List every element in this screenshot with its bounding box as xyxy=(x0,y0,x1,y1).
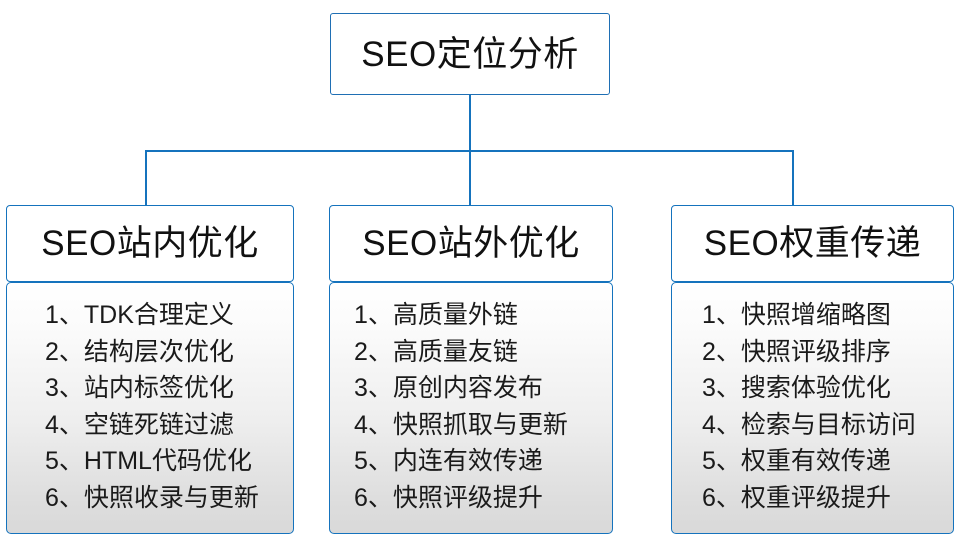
connector-branch-1 xyxy=(145,150,147,206)
root-node-seo-positioning[interactable]: SEO定位分析 xyxy=(330,13,610,95)
list-item: 3、原创内容发布 xyxy=(354,374,543,402)
list-item: 5、内连有效传递 xyxy=(354,447,543,475)
list-item: 6、快照收录与更新 xyxy=(45,483,259,512)
list-item: 5、权重有效传递 xyxy=(702,447,891,475)
branch-item-list-2: 1、高质量外链 2、高质量友链 3、原创内容发布 4、快照抓取与更新 5、内连有… xyxy=(330,297,612,516)
branch-header-3[interactable]: SEO权重传递 xyxy=(671,205,954,282)
list-item: 2、高质量友链 xyxy=(354,337,518,366)
branch-title-3: SEO权重传递 xyxy=(703,224,922,263)
branch-title-2: SEO站外优化 xyxy=(362,224,580,263)
list-item: 5、HTML代码优化 xyxy=(45,447,252,475)
branch-title-1: SEO站内优化 xyxy=(41,224,259,263)
branch-item-list-3: 1、快照增缩略图 2、快照评级排序 3、搜索体验优化 4、检索与目标访问 5、权… xyxy=(672,297,953,516)
branch-column-1: SEO站内优化 1、TDK合理定义 2、结构层次优化 3、站内标签优化 4、空链… xyxy=(6,205,294,534)
branch-header-2[interactable]: SEO站外优化 xyxy=(329,205,613,282)
list-item: 2、快照评级排序 xyxy=(702,337,891,366)
list-item: 1、TDK合理定义 xyxy=(45,301,234,329)
connector-root-stem xyxy=(469,95,471,151)
branch-item-list-1: 1、TDK合理定义 2、结构层次优化 3、站内标签优化 4、空链死链过滤 5、H… xyxy=(7,297,293,516)
branch-body-3: 1、快照增缩略图 2、快照评级排序 3、搜索体验优化 4、检索与目标访问 5、权… xyxy=(671,282,954,534)
branch-column-3: SEO权重传递 1、快照增缩略图 2、快照评级排序 3、搜索体验优化 4、检索与… xyxy=(671,205,954,534)
list-item: 6、权重评级提升 xyxy=(702,483,891,512)
list-item: 4、检索与目标访问 xyxy=(702,410,916,439)
list-item: 1、高质量外链 xyxy=(354,301,518,329)
list-item: 4、快照抓取与更新 xyxy=(354,410,568,439)
root-node-label: SEO定位分析 xyxy=(361,34,579,74)
connector-branch-3 xyxy=(792,150,794,206)
list-item: 6、快照评级提升 xyxy=(354,483,543,512)
connector-branch-2 xyxy=(469,150,471,206)
list-item: 2、结构层次优化 xyxy=(45,337,234,366)
list-item: 1、快照增缩略图 xyxy=(702,301,891,329)
branch-body-2: 1、高质量外链 2、高质量友链 3、原创内容发布 4、快照抓取与更新 5、内连有… xyxy=(329,282,613,534)
list-item: 3、搜索体验优化 xyxy=(702,374,891,402)
list-item: 4、空链死链过滤 xyxy=(45,410,234,439)
branch-body-1: 1、TDK合理定义 2、结构层次优化 3、站内标签优化 4、空链死链过滤 5、H… xyxy=(6,282,294,534)
branch-header-1[interactable]: SEO站内优化 xyxy=(6,205,294,282)
branch-column-2: SEO站外优化 1、高质量外链 2、高质量友链 3、原创内容发布 4、快照抓取与… xyxy=(329,205,613,534)
list-item: 3、站内标签优化 xyxy=(45,374,234,402)
